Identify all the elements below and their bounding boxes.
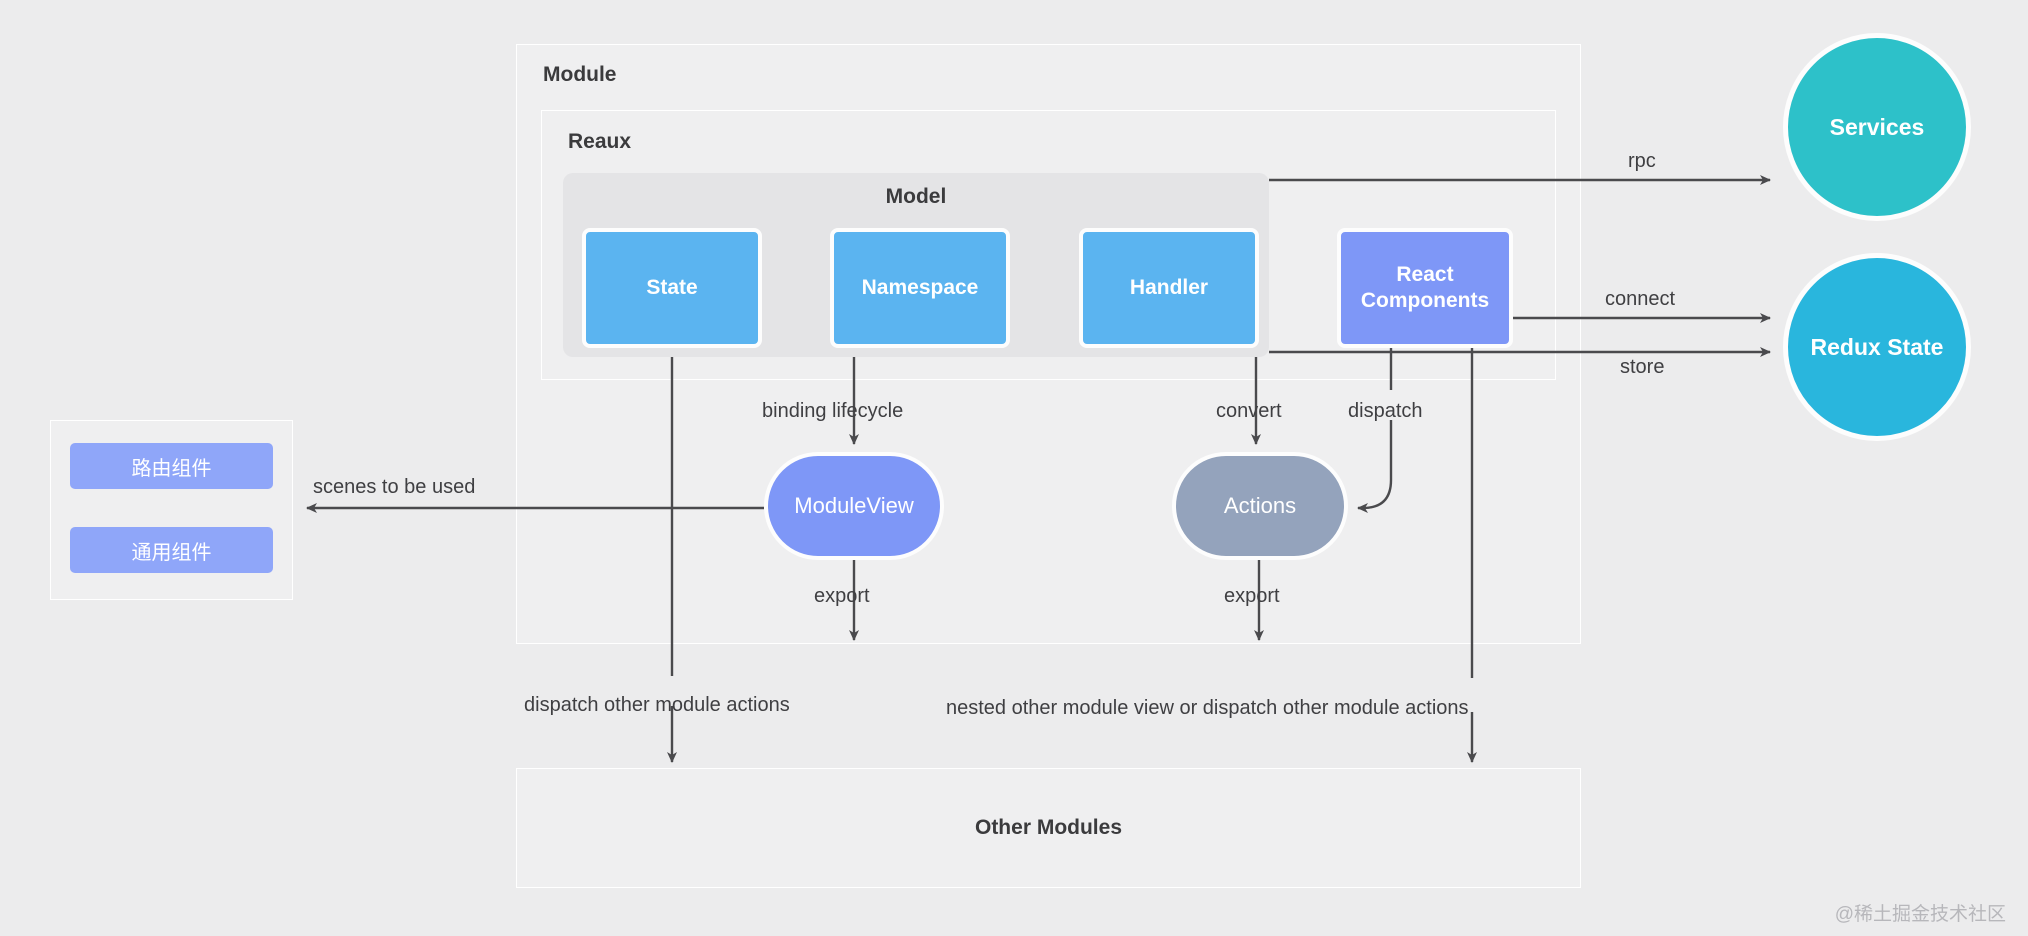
node-route-components[interactable]: 路由组件 [70,443,273,489]
node-namespace[interactable]: Namespace [830,228,1010,348]
edge-label-store: store [1620,356,1665,378]
node-redux-state[interactable]: Redux State [1783,253,1971,441]
node-actions[interactable]: Actions [1172,452,1348,560]
other-modules-container: Other Modules [516,768,1581,888]
node-common-components[interactable]: 通用组件 [70,527,273,573]
edge-label-export-actions: export [1224,585,1280,607]
react-components-line-2: Components [1360,289,1490,312]
edge-label-dispatch: dispatch [1348,400,1423,422]
edge-label-export-module-view: export [814,585,870,607]
node-services[interactable]: Services [1783,33,1971,221]
edge-label-nested-other-module-view: nested other module view or dispatch oth… [946,697,1469,719]
edge-label-binding-lifecycle: binding lifecycle [762,400,904,422]
node-module-view[interactable]: ModuleView [764,452,944,560]
edge-label-convert: convert [1216,400,1282,422]
model-container-title: Model [885,185,947,208]
reaux-container-title: Reaux [568,130,632,153]
edge-label-dispatch-other-module-actions: dispatch other module actions [524,694,790,716]
react-components-line-1: React [1396,262,1454,286]
node-react-components[interactable]: React Components [1337,228,1513,348]
other-modules-title: Other Modules [974,816,1122,839]
watermark: @稀土掘金技术社区 [1834,904,2006,925]
edge-label-scenes-to-be-used: scenes to be used [313,476,476,498]
edge-label-connect: connect [1605,288,1676,310]
edge-label-rpc: rpc [1628,150,1656,172]
node-react-components-label: React Components [1361,262,1489,315]
node-state[interactable]: State [582,228,762,348]
node-handler[interactable]: Handler [1079,228,1259,348]
module-container-title: Module [543,63,617,86]
